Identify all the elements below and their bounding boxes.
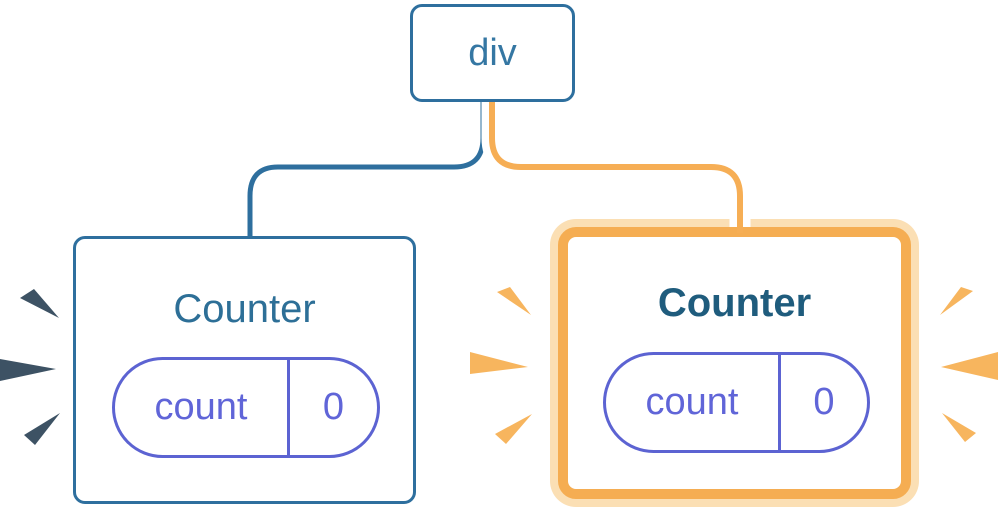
burst-mark-icon	[941, 352, 998, 380]
root-node-label: div	[468, 31, 517, 74]
burst-mark-icon	[20, 289, 59, 318]
right-counter-card: Counter count 0	[558, 227, 911, 499]
connector-right-edge	[489, 102, 743, 233]
left-state-pill: count 0	[112, 357, 380, 458]
burst-mark-icon	[942, 413, 976, 442]
left-counter-title: Counter	[173, 287, 316, 331]
state-key-label: count	[645, 381, 739, 423]
state-value-label: 0	[322, 386, 345, 428]
tree-root-node: div	[410, 4, 575, 102]
connector-right-casing	[481, 102, 751, 227]
left-state-value-cell: 0	[290, 360, 377, 455]
burst-mark-icon	[470, 352, 528, 374]
burst-mark-icon	[0, 359, 56, 381]
burst-mark-icon	[24, 413, 60, 445]
burst-mark-icon	[495, 414, 532, 444]
right-counter-title: Counter	[657, 281, 812, 325]
burst-mark-icon	[940, 287, 973, 315]
right-state-key-cell: count	[606, 355, 781, 450]
left-counter-card: Counter count 0	[73, 236, 416, 504]
state-value-label: 0	[813, 381, 835, 423]
burst-mark-icon	[497, 287, 531, 315]
left-state-key-cell: count	[115, 360, 290, 455]
right-state-pill: count 0	[603, 352, 870, 453]
state-key-label: count	[154, 386, 248, 428]
left-burst-marks	[0, 289, 60, 445]
right-state-value-cell: 0	[781, 355, 867, 450]
middle-burst-marks	[470, 287, 532, 444]
connector-left-edge	[247, 102, 486, 238]
right-burst-marks	[940, 287, 998, 442]
